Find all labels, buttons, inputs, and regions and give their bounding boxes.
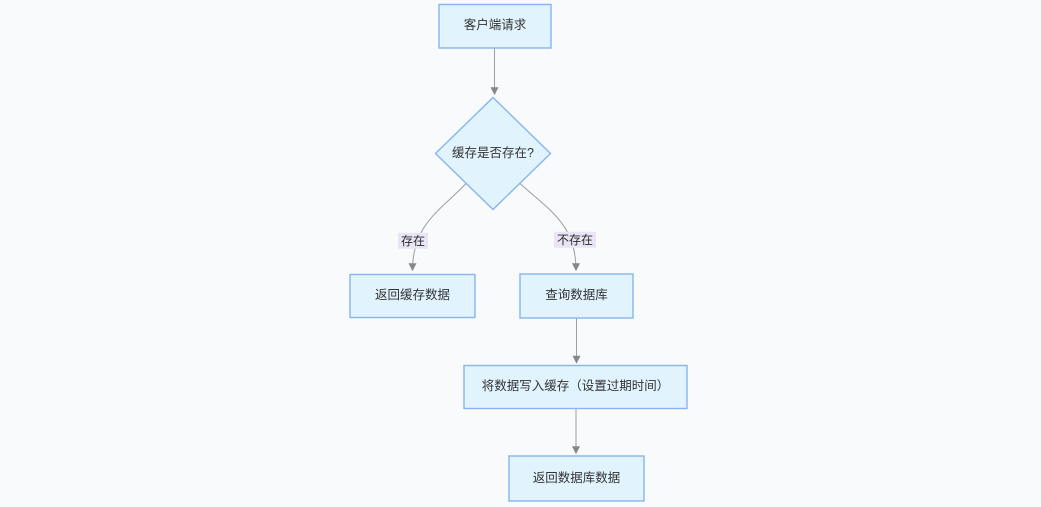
node-client-request-shape	[438, 3, 552, 49]
node-query-db-shape	[519, 273, 634, 319]
node-return-cache-shape	[349, 273, 476, 319]
node-cache-decision-shape	[434, 96, 552, 211]
node-write-cache-shape	[463, 364, 688, 410]
node-return-db-shape	[508, 455, 645, 502]
edge-decision-to-return-cache	[408, 183, 467, 272]
edge-decision-to-query-db	[519, 183, 580, 272]
